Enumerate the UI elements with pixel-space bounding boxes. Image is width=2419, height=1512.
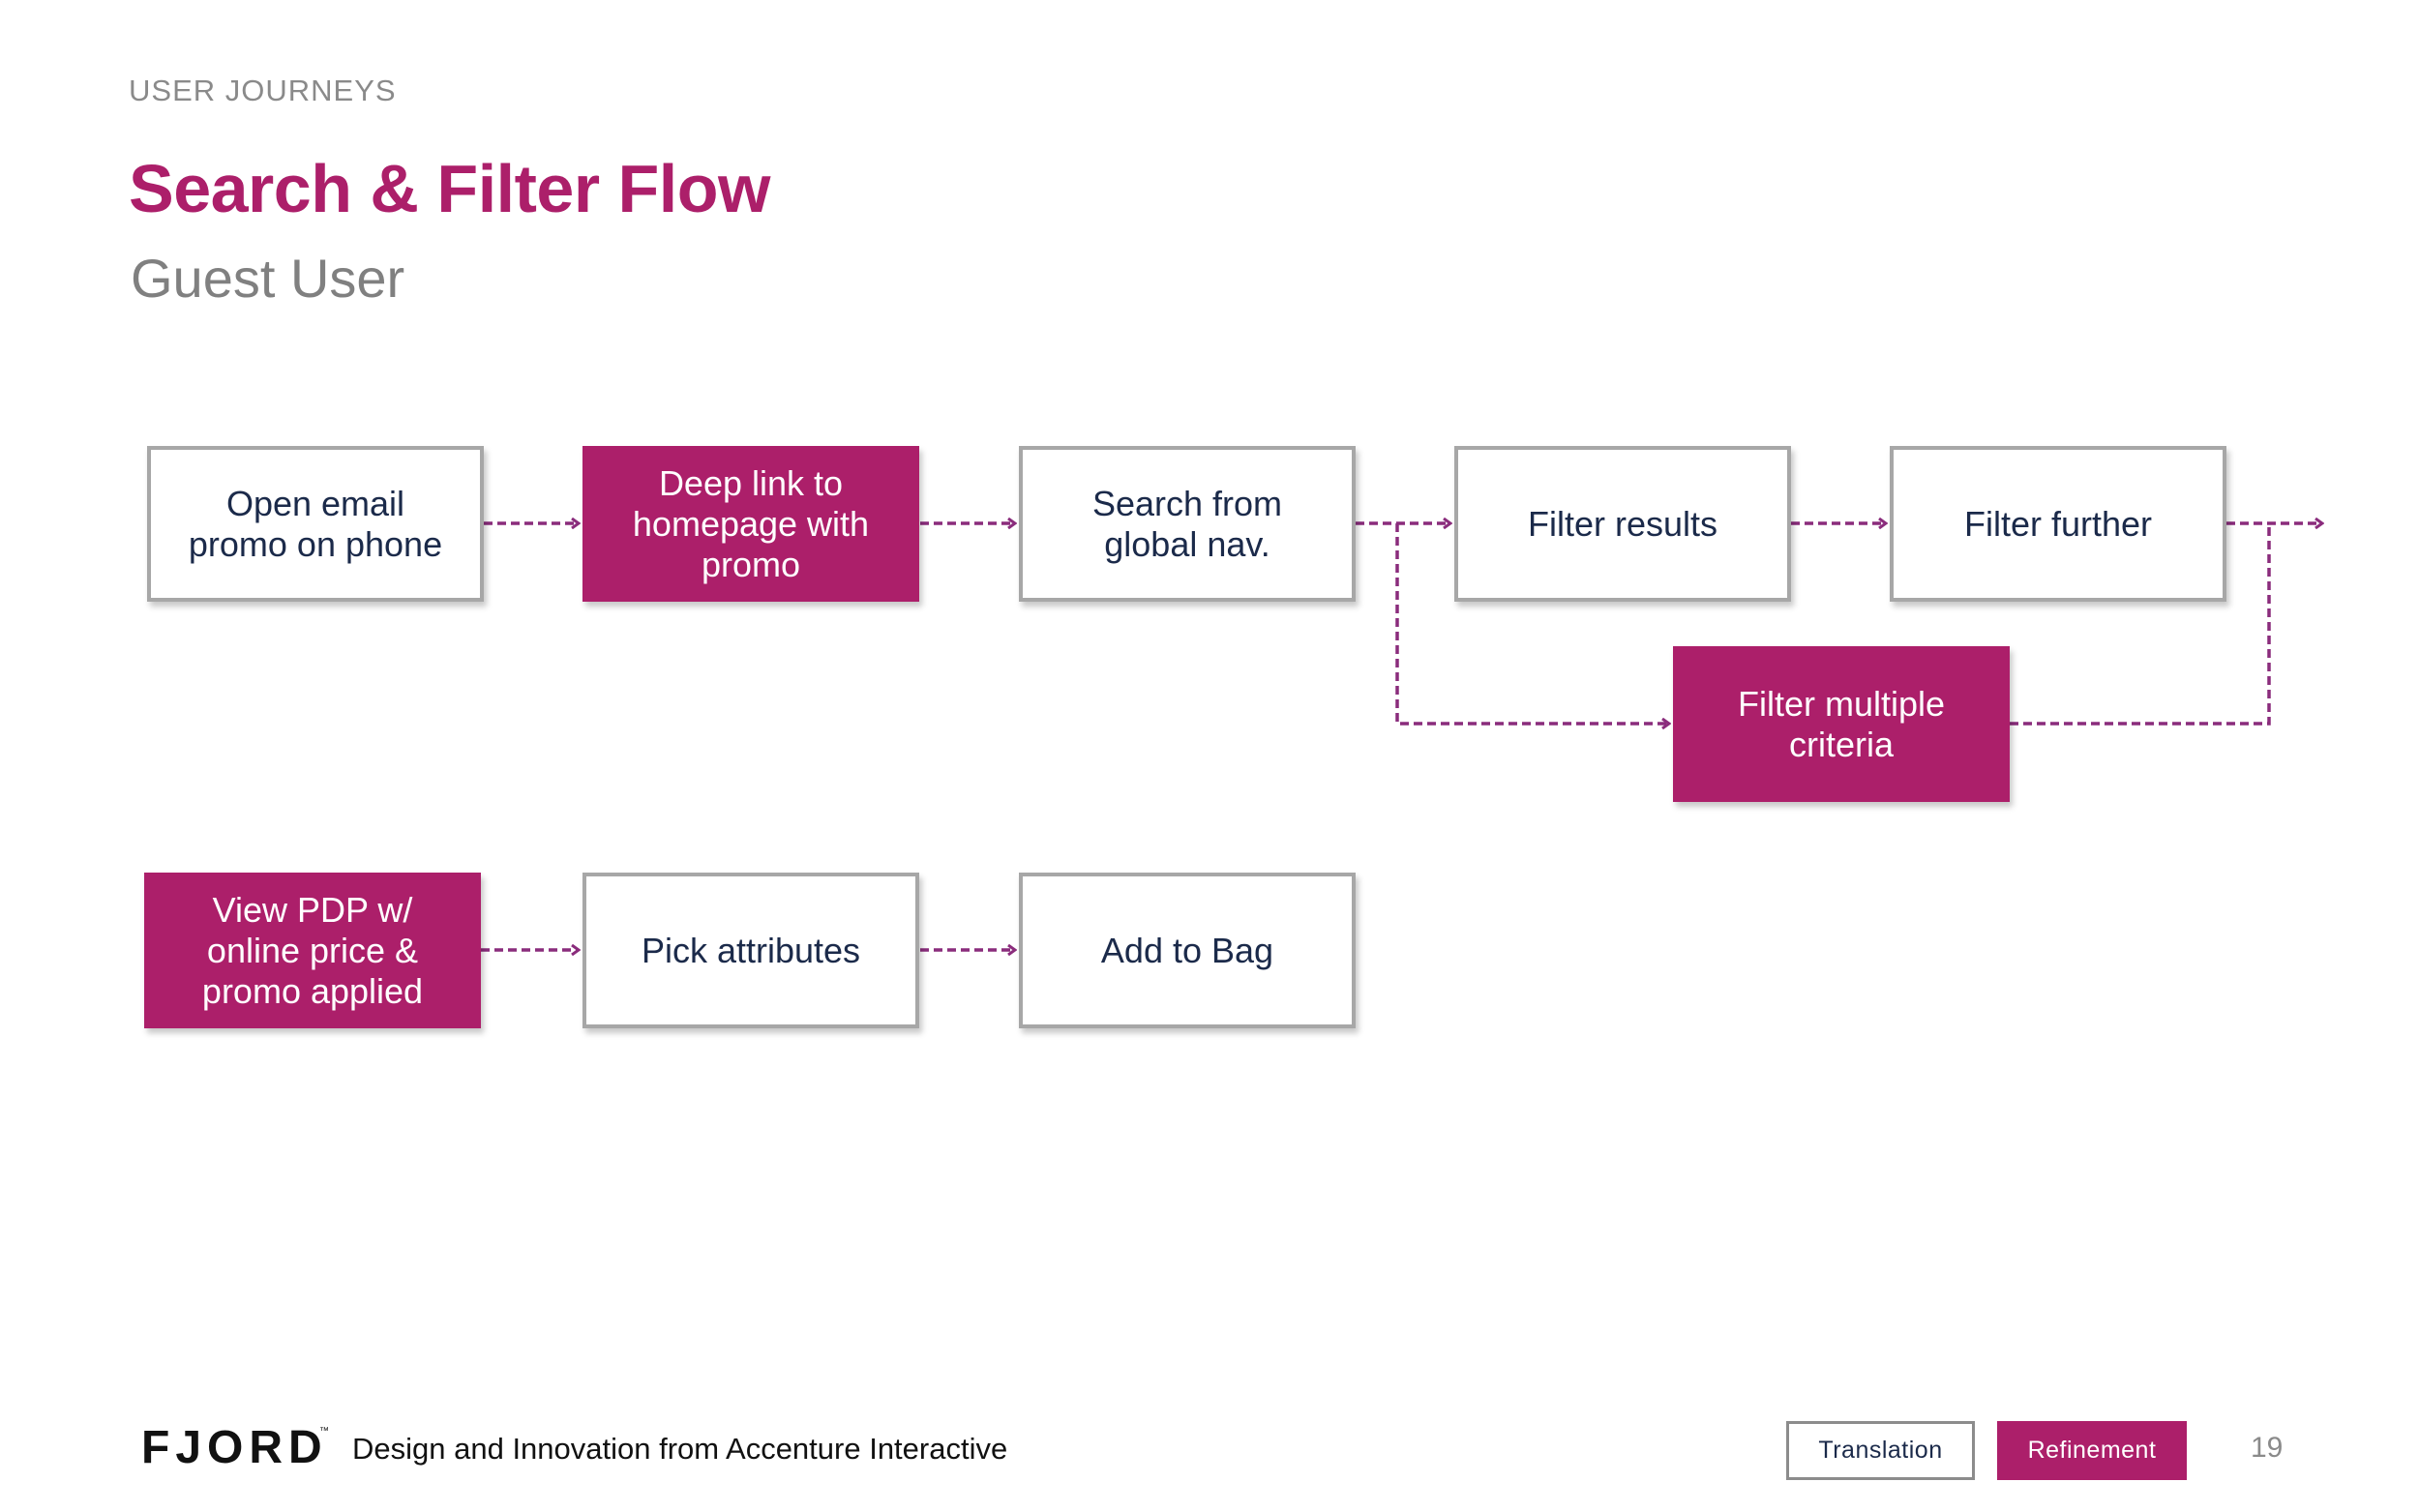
- step-label: Add to Bag: [1100, 930, 1274, 970]
- page-title: Search & Filter Flow: [129, 151, 770, 226]
- step-label: Pick attributes: [641, 930, 861, 970]
- step-label: Deep link to homepage with promo: [632, 462, 870, 584]
- step-label: View PDP w/ online price & promo applied: [201, 889, 424, 1011]
- step-filter-results: Filter results: [1454, 446, 1791, 602]
- step-label: Filter results: [1527, 503, 1718, 544]
- footer-tagline: Design and Innovation from Accenture Int…: [352, 1432, 1008, 1466]
- step-filter-multiple-criteria: Filter multiple criteria: [1673, 646, 2010, 802]
- connector-search-nav-to-filter-multiple: [1395, 523, 1669, 724]
- step-label: Search from global nav.: [1091, 483, 1283, 564]
- step-label: Open email promo on phone: [188, 483, 443, 564]
- step-view-pdp: View PDP w/ online price & promo applied: [144, 873, 481, 1028]
- section-eyebrow: USER JOURNEYS: [129, 74, 397, 107]
- step-deep-link: Deep link to homepage with promo: [582, 446, 919, 602]
- trademark-mark: ™: [319, 1426, 329, 1437]
- tag-translation[interactable]: Translation: [1786, 1421, 1975, 1480]
- step-label: Filter further: [1963, 503, 2153, 544]
- step-label: Filter multiple criteria: [1737, 683, 1946, 764]
- fjord-logo: FJORD: [141, 1422, 328, 1473]
- page-number: 19: [2251, 1432, 2284, 1464]
- step-filter-further: Filter further: [1890, 446, 2226, 602]
- step-pick-attributes: Pick attributes: [582, 873, 919, 1028]
- step-open-email: Open email promo on phone: [147, 446, 484, 602]
- page-subtitle: Guest User: [131, 248, 405, 309]
- step-search-global-nav: Search from global nav.: [1019, 446, 1356, 602]
- connector-filter-multiple-to-continue: [2010, 523, 2271, 726]
- step-add-to-bag: Add to Bag: [1019, 873, 1356, 1028]
- tag-refinement[interactable]: Refinement: [1997, 1421, 2187, 1480]
